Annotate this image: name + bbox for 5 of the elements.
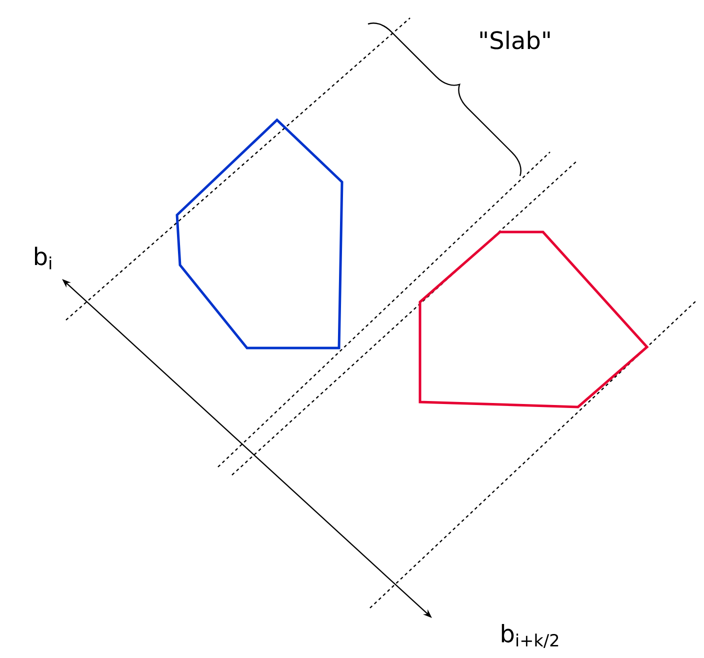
polygon: [418, 230, 649, 408]
axis-label: b$_{i}$: [34, 246, 52, 270]
axis-label: "Slab": [480, 30, 550, 50]
axis-label: b$_{i+k/2}$: [502, 624, 558, 648]
polygon: [176, 118, 344, 350]
